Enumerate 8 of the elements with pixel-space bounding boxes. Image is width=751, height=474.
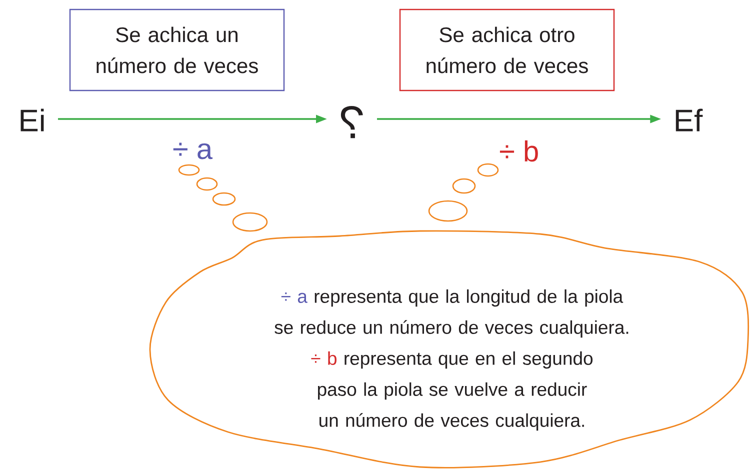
edge-label: ÷ b (500, 140, 538, 162)
text-box: Se achica un número de veces (69, 8, 285, 92)
question-mark: ? (340, 106, 363, 138)
text-box: Se achica otro número de veces (399, 8, 615, 92)
state-label: Ei (20, 108, 44, 132)
edge-label: ÷ a (173, 142, 213, 160)
thought-cloud: ÷ a representa que la longitud de la piola se reduce un número de veces cualquiera. ÷ b representa que en el segundo paso la piola se vuelve a reducir un número de veces cualquiera. (149, 230, 750, 468)
state-label: Ef (676, 108, 703, 132)
